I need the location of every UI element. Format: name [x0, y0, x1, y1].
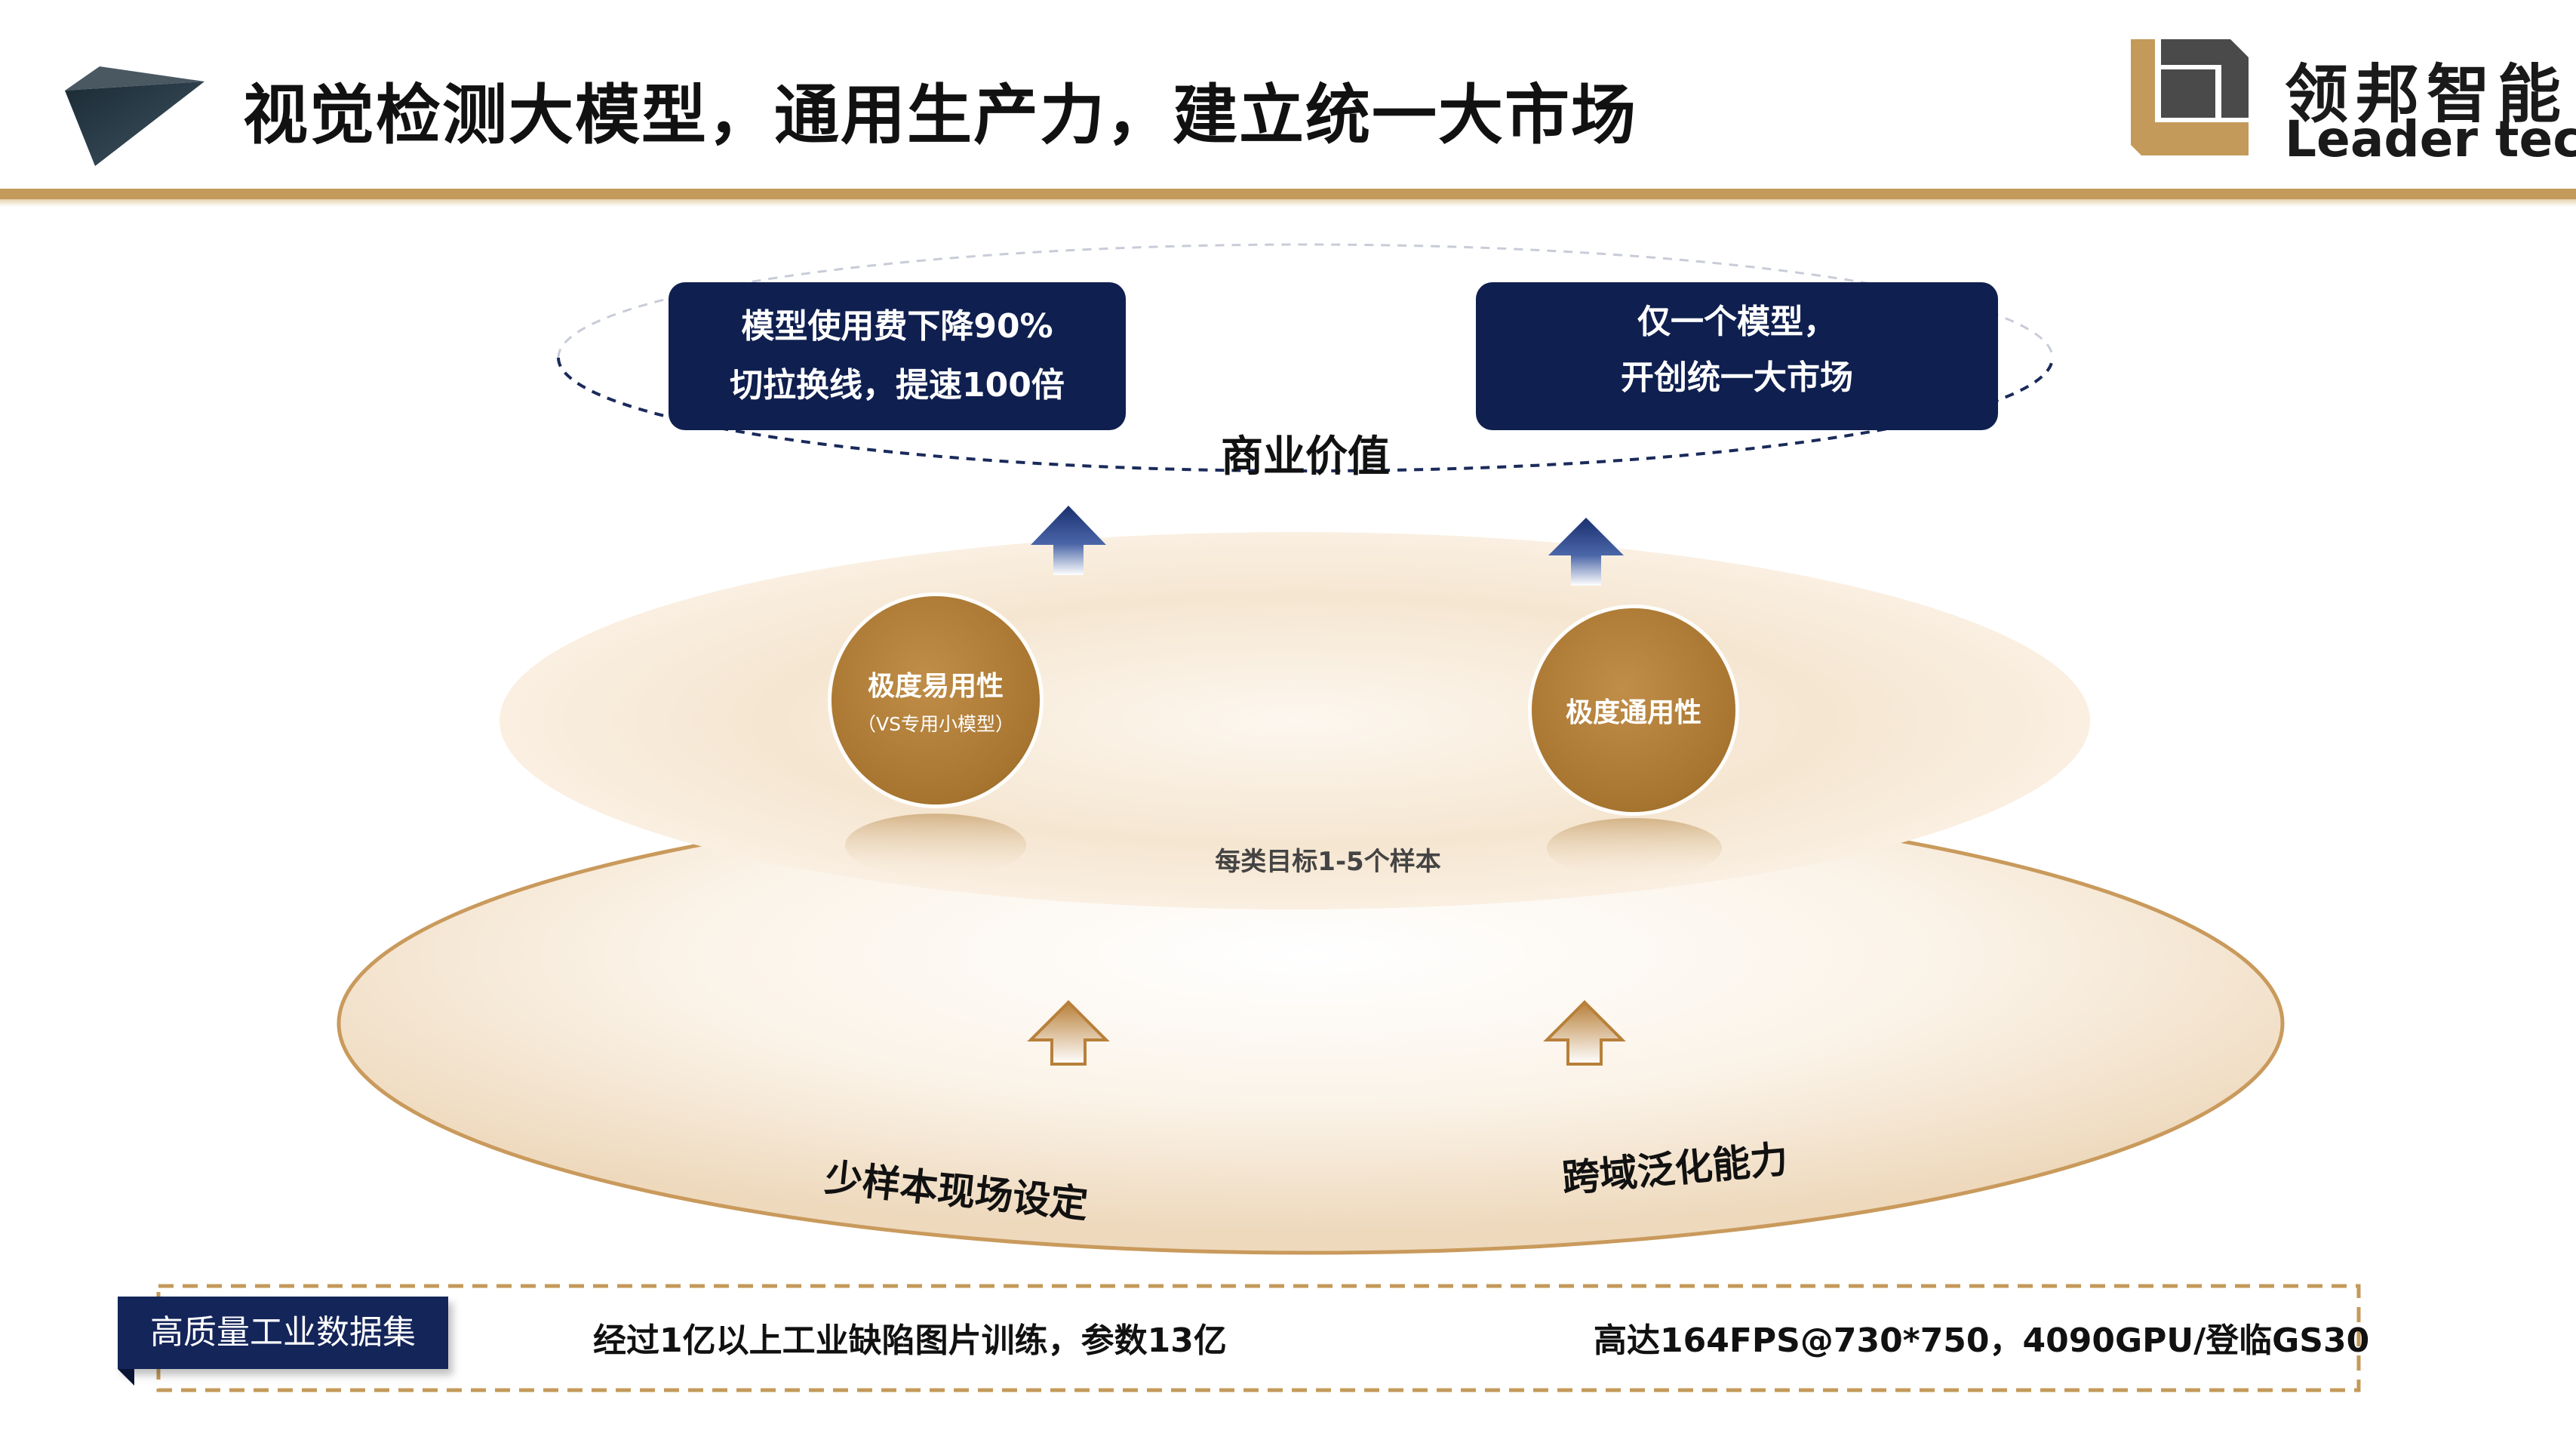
cost-reduction-box: 模型使用费下降90% 切拉换线，提速100倍	[669, 282, 1126, 430]
generality-circle: 极度通用性	[1532, 608, 1735, 812]
brand-name-en: Leader tech	[2285, 110, 2576, 168]
arrow-up-icon	[1031, 506, 1106, 575]
unified-market-line1: 仅一个模型，	[1637, 303, 1837, 341]
business-value-label: 商业价值	[1221, 432, 1390, 481]
dataset-tag: 高质量工业数据集	[118, 1297, 448, 1369]
header-triangle-icon	[65, 66, 204, 166]
brand-name-cn: 领邦智能	[2285, 57, 2569, 131]
arrow-up-icon	[1548, 518, 1624, 586]
unified-market-line2: 开创统一大市场	[1621, 358, 1853, 397]
ease-of-use-subtitle: （VS专用小模型）	[857, 713, 1014, 735]
dataset-tag-fold	[118, 1369, 134, 1386]
cost-reduction-line1: 模型使用费下降90%	[741, 307, 1053, 346]
ease-of-use-title: 极度易用性	[867, 671, 1004, 702]
arrow-up-icon	[1027, 1000, 1110, 1066]
header-divider	[0, 189, 2576, 199]
brand-logo-icon	[2131, 39, 2249, 155]
page-title: 视觉检测大模型，通用生产力，建立统一大市场	[243, 78, 1637, 153]
generality-title: 极度通用性	[1565, 697, 1701, 728]
sample-count-note: 每类目标1-5个样本	[1215, 847, 1441, 877]
header-divider-shadow	[0, 199, 2576, 207]
arrow-up-icon	[1543, 1000, 1626, 1066]
unified-market-box: 仅一个模型， 开创统一大市场	[1476, 282, 1998, 430]
ease-of-use-circle: 极度易用性 （VS专用小模型）	[832, 596, 1040, 804]
dataset-banner-frame	[156, 1284, 2361, 1392]
cost-reduction-line2: 切拉换线，提速100倍	[730, 366, 1065, 405]
training-note: 经过1亿以上工业缺陷图片训练，参数13亿	[593, 1321, 1227, 1360]
performance-note: 高达164FPS@730*750，4090GPU/登临GS30	[1594, 1321, 2370, 1360]
